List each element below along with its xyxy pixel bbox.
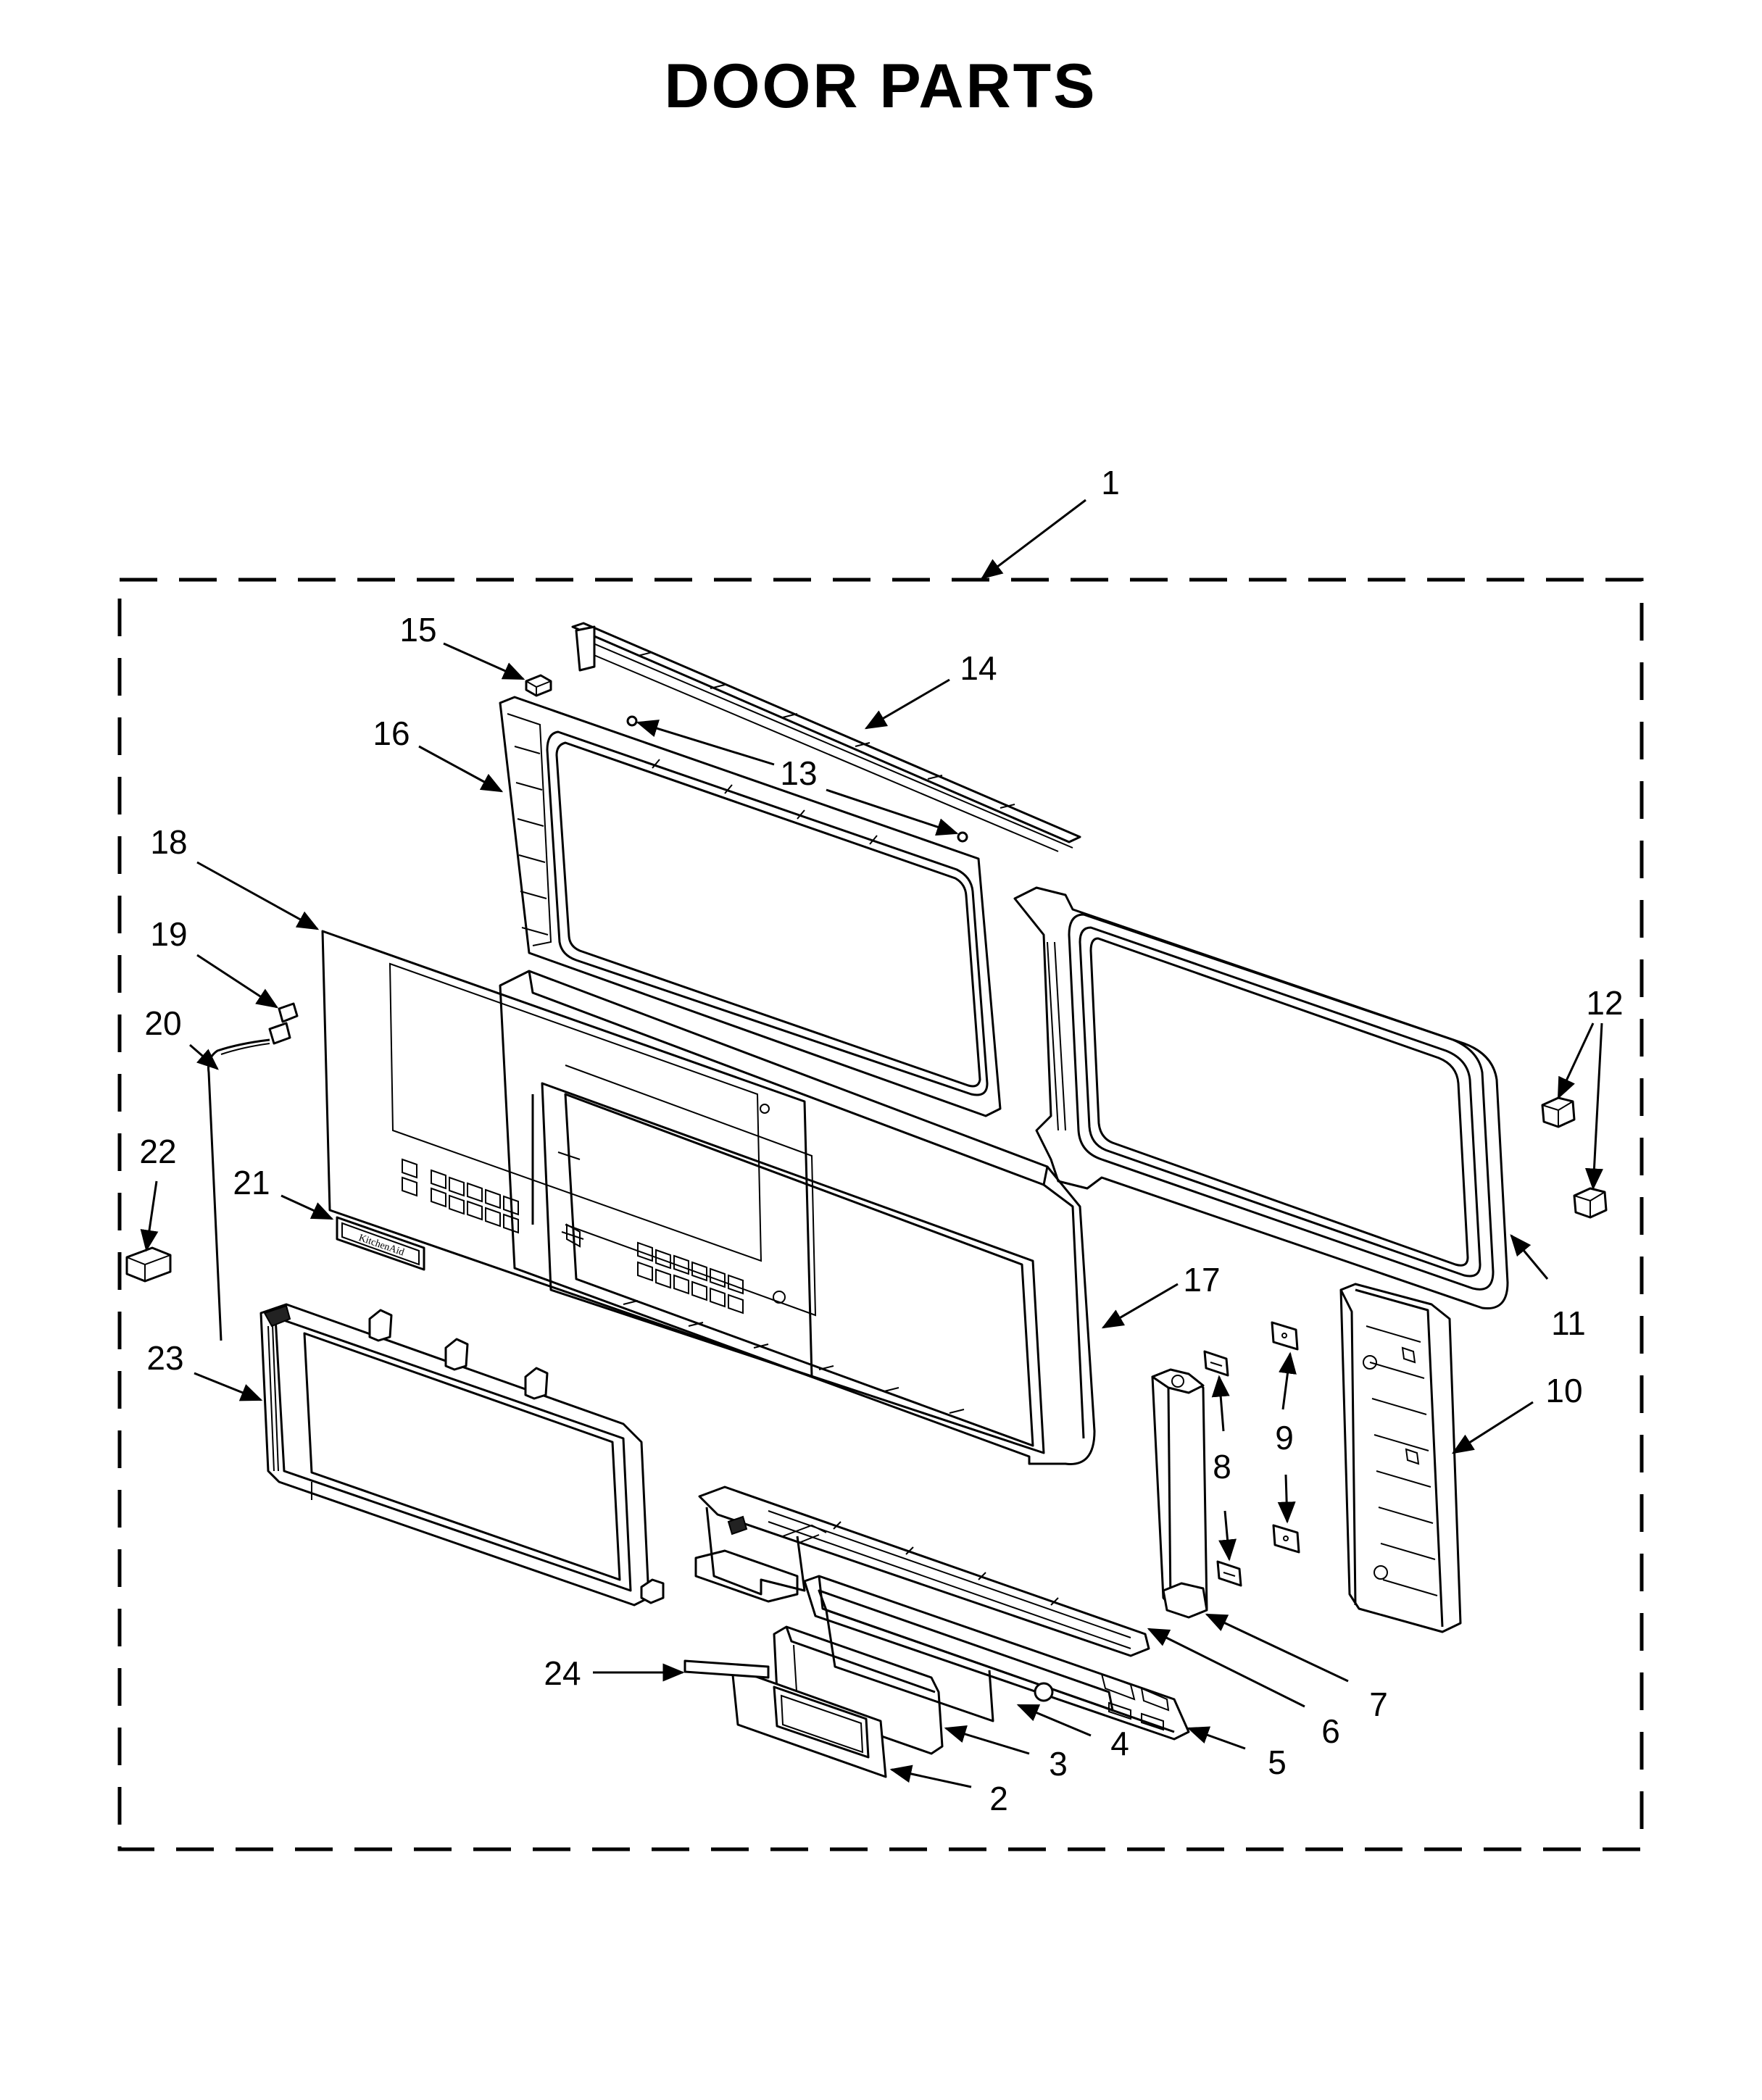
callout-6: 6 (1321, 1712, 1340, 1750)
leader-16 (418, 745, 504, 793)
callout-23: 23 (146, 1339, 183, 1377)
assembly-boundary (117, 578, 1644, 1851)
leader-18 (196, 861, 320, 930)
leader-8a (1211, 1375, 1230, 1432)
leader-lines (140, 499, 1603, 1788)
leader-12a (1557, 1022, 1595, 1100)
callout-7: 7 (1369, 1686, 1388, 1723)
part-10-control-housing (1339, 1283, 1462, 1633)
part-2-display-panel (731, 1667, 887, 1778)
part-22-block (125, 1246, 172, 1283)
leader-8b (1218, 1510, 1237, 1562)
callout-5: 5 (1268, 1743, 1287, 1781)
leader-10 (1451, 1401, 1534, 1454)
leader-9b (1277, 1474, 1296, 1524)
callout-19: 19 (150, 915, 187, 953)
leader-19 (196, 954, 279, 1009)
leader-13a (636, 720, 775, 766)
part-23-door-glass (259, 1303, 665, 1607)
callout-13: 13 (780, 754, 817, 792)
callout-17: 17 (1183, 1261, 1220, 1299)
leader-2 (889, 1764, 972, 1788)
callout-10: 10 (1545, 1372, 1582, 1409)
part-14-top-strip (571, 622, 1081, 852)
diagram-title: DOOR PARTS (665, 51, 1097, 121)
callout-4: 4 (1110, 1725, 1129, 1762)
callout-8: 8 (1213, 1448, 1231, 1486)
leader-17 (1101, 1283, 1179, 1329)
leader-15 (443, 642, 525, 680)
part-7-handle-post (1151, 1368, 1208, 1619)
callout-11: 11 (1551, 1304, 1586, 1342)
callout-numbers: 1 2 3 4 5 6 7 8 9 10 11 12 13 14 15 16 1… (139, 464, 1623, 1817)
callout-18: 18 (150, 823, 187, 861)
callout-16: 16 (373, 714, 410, 752)
part-13-screws (626, 715, 968, 843)
leader-1 (981, 499, 1086, 580)
part-19-connector (268, 1002, 299, 1045)
part-6-control-bracket (694, 1486, 1150, 1657)
leader-20 (189, 1043, 219, 1070)
leader-22 (140, 1180, 159, 1252)
part-11-choke-frame (1013, 886, 1509, 1310)
part-9-plates (1271, 1321, 1300, 1554)
callout-2: 2 (989, 1780, 1008, 1817)
part-24-ribbon (683, 1659, 770, 1679)
leader-4 (1016, 1704, 1092, 1737)
part-17-outer-frame (499, 970, 1096, 1465)
part-16-inner-frame (499, 696, 1002, 1117)
callout-21: 21 (233, 1164, 270, 1201)
leader-21 (280, 1194, 334, 1220)
callout-20: 20 (144, 1004, 181, 1042)
leader-14 (864, 678, 950, 730)
callout-3: 3 (1049, 1745, 1068, 1783)
leader-7 (1205, 1613, 1349, 1683)
callout-22: 22 (139, 1133, 176, 1170)
part-4-control-board (818, 1589, 1114, 1722)
leader-5 (1187, 1726, 1246, 1750)
leader-11 (1510, 1234, 1549, 1280)
leader-9a (1279, 1351, 1297, 1410)
leader-12b (1584, 1022, 1603, 1191)
callout-9: 9 (1275, 1419, 1294, 1457)
callout-24: 24 (544, 1654, 581, 1692)
leader-6 (1147, 1628, 1305, 1708)
leader-23 (194, 1372, 263, 1401)
part-15-clip (525, 674, 552, 697)
callout-1: 1 (1101, 464, 1120, 501)
callout-15: 15 (399, 611, 436, 649)
callout-12: 12 (1586, 984, 1623, 1022)
callout-14: 14 (960, 649, 997, 687)
part-21-brand-badge: KitchenAid (336, 1216, 425, 1271)
part-12-latch-pins (1541, 1096, 1608, 1219)
leader-13b (826, 788, 959, 836)
leader-3 (944, 1725, 1030, 1755)
